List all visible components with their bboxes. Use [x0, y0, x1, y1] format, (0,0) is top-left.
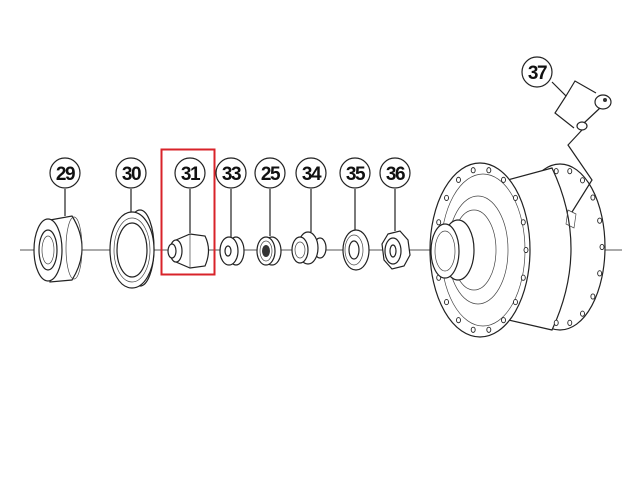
callout-label: 34: [302, 164, 322, 185]
part-33-washer: [219, 236, 245, 266]
callout-label: 31: [181, 164, 201, 185]
spoke-hole: [501, 317, 506, 324]
spoke-hole: [597, 217, 603, 224]
callout-label: 30: [122, 164, 141, 185]
callout-label: 37: [528, 63, 547, 84]
spoke-hole: [470, 326, 476, 333]
spoke-hole: [513, 299, 518, 306]
callout-label: 33: [222, 164, 241, 185]
part-37-screw-set: [551, 80, 612, 213]
part-29-cone: [33, 215, 83, 283]
part-25-bearing: [256, 236, 282, 266]
callout-label: 25: [261, 164, 281, 185]
part-31-nut: [167, 233, 210, 269]
callout-36[interactable]: 36: [379, 157, 411, 189]
spoke-hole: [456, 176, 461, 183]
callout-30[interactable]: 30: [115, 157, 147, 189]
spoke-hole: [599, 243, 605, 251]
part-35-seal-ring: [342, 229, 370, 271]
callout-label: 36: [386, 164, 405, 185]
spoke-hole: [567, 319, 573, 326]
leader-lines: [64, 189, 396, 237]
spoke-hole: [520, 274, 526, 281]
spoke-hole: [486, 167, 492, 174]
spoke-hole: [597, 270, 603, 277]
spoke-hole: [436, 219, 442, 226]
highlight-box-part-31: [160, 148, 216, 276]
part-34-cone: [291, 231, 327, 265]
spoke-hole: [444, 194, 449, 201]
callout-31[interactable]: 31: [174, 157, 206, 189]
callout-29[interactable]: 29: [49, 157, 81, 189]
callout-label: 29: [56, 164, 75, 185]
spoke-hole: [590, 293, 596, 300]
callout-34[interactable]: 34: [295, 157, 327, 189]
spoke-hole: [444, 299, 449, 306]
spoke-hole: [520, 219, 526, 226]
callout-37[interactable]: 37: [521, 56, 553, 88]
spoke-hole: [553, 319, 559, 326]
spoke-hole: [513, 194, 518, 201]
spoke-hole: [486, 326, 492, 333]
spoke-hole: [553, 168, 559, 175]
spoke-hole: [470, 167, 476, 174]
spoke-hole: [590, 194, 596, 201]
hub-body: [429, 162, 606, 338]
spoke-hole: [456, 317, 461, 324]
part-36-lock-nut: [381, 230, 411, 270]
spoke-hole: [523, 246, 529, 254]
callout-35[interactable]: 35: [339, 157, 371, 189]
spoke-holes: [553, 168, 605, 326]
spoke-hole: [567, 168, 573, 175]
part-30-dust-seal: [109, 209, 155, 289]
callout-label: 35: [346, 164, 366, 185]
spoke-hole: [501, 176, 506, 183]
callout-33[interactable]: 33: [215, 157, 247, 189]
spoke-hole: [580, 177, 585, 184]
spoke-hole: [580, 310, 585, 317]
callout-25[interactable]: 25: [254, 157, 286, 189]
